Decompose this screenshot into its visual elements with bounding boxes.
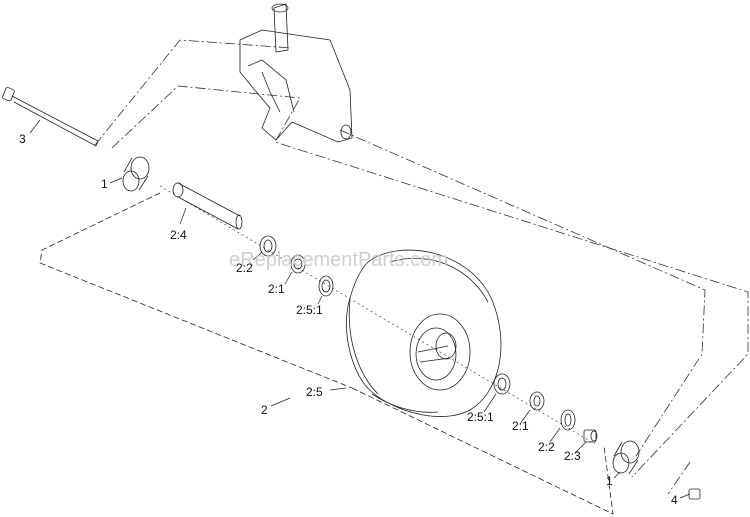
callout-2-2-left: 2:2: [236, 261, 253, 275]
callout-2-5-1-left: 2:5:1: [296, 303, 323, 317]
callout-2-4: 2:4: [170, 228, 187, 242]
part-2-2-seal-left: [259, 235, 277, 257]
part-2-1-bearing-right: [529, 391, 545, 411]
callout-2-2-right: 2:2: [538, 440, 555, 454]
part-4-nut: [688, 488, 701, 500]
part-1-spacer-left: [122, 156, 150, 192]
assembly-dashed-lines: [39, 192, 614, 515]
callout-2-3: 2:3: [564, 449, 581, 463]
part-2-4-tube: [172, 182, 243, 230]
watermark: eReplacementParts.com: [229, 249, 448, 271]
callout-1-left: 1: [101, 177, 108, 191]
caster-fork: [239, 3, 353, 143]
leader-lines: [29, 119, 691, 499]
axle-centerline: [159, 185, 596, 445]
callout-2-5-1-right: 2:5:1: [467, 410, 494, 424]
part-2-3-nut: [583, 429, 598, 443]
part-2-2-seal-right: [560, 409, 576, 431]
callout-4: 4: [671, 493, 678, 507]
part-2-5-wheel: [346, 249, 502, 417]
part-2-1-bearing-left: [290, 254, 306, 274]
part-1-spacer-right: [612, 440, 640, 475]
callout-1-right: 1: [606, 474, 613, 488]
part-2-5-1-cup-right: [493, 373, 511, 395]
phantom-lines: [94, 39, 749, 495]
part-3-bolt: [2, 87, 99, 147]
part-2-5-1-cup-left: [318, 275, 334, 297]
callout-3: 3: [19, 132, 26, 146]
callout-2-1-right: 2:1: [512, 419, 529, 433]
callout-2: 2: [261, 403, 268, 417]
callout-2-1-left: 2:1: [268, 282, 285, 296]
callout-2-5: 2:5: [306, 385, 323, 399]
